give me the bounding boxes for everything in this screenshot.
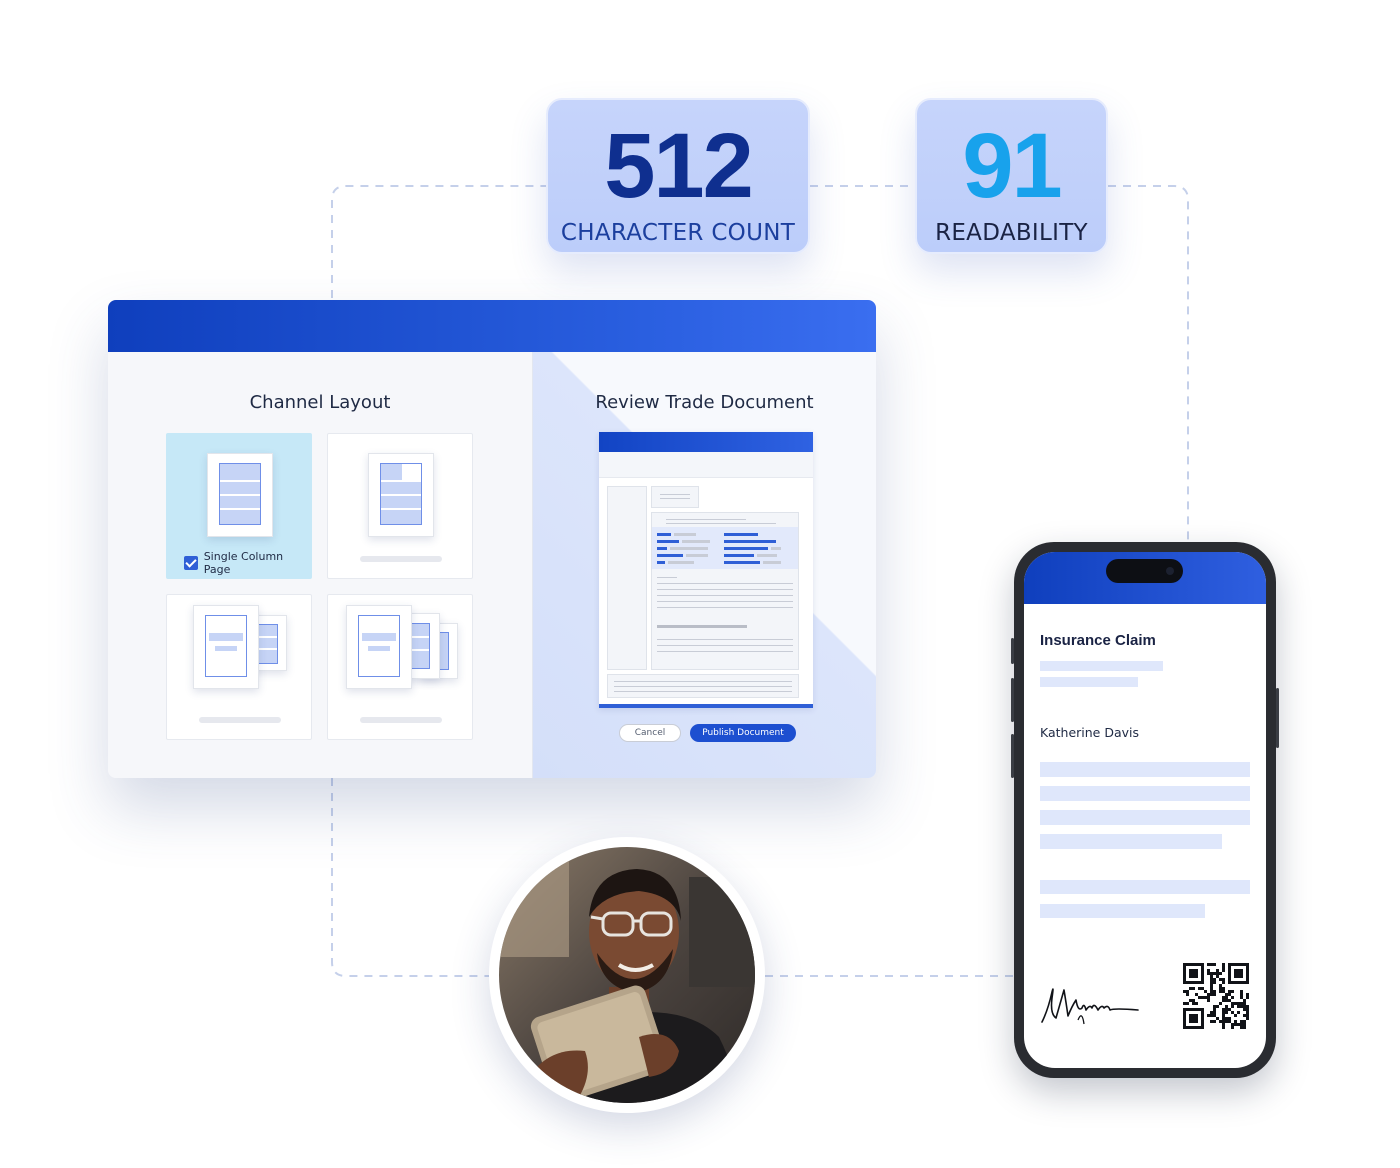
- layout-option-three-page[interactable]: [327, 594, 473, 740]
- document-header-bar: [599, 432, 813, 452]
- front-page-icon: [346, 605, 412, 689]
- layout-option-sidebar[interactable]: [327, 433, 473, 579]
- qr-code-icon: [1183, 963, 1249, 1029]
- document-preview: [599, 432, 813, 708]
- readability-card: 91 READABILITY: [915, 98, 1108, 254]
- document-footer: [607, 674, 799, 698]
- document-sidebar: [607, 486, 647, 670]
- insurance-claim-title: Insurance Claim: [1040, 632, 1156, 649]
- readability-label: READABILITY: [935, 220, 1088, 246]
- sidebar-page-icon: [368, 453, 434, 537]
- layout-option-two-page[interactable]: [166, 594, 312, 740]
- phone-mockup: Insurance Claim Katherine Davis: [1011, 542, 1279, 1078]
- review-panel: Review Trade Document: [532, 352, 876, 778]
- tile-label-placeholder: [199, 717, 281, 723]
- second-page-icon: [400, 613, 440, 679]
- publish-document-button[interactable]: Publish Document: [690, 724, 796, 742]
- claimant-name: Katherine Davis: [1040, 725, 1140, 740]
- single-column-page-icon: [207, 453, 273, 537]
- character-count-card: 512 CHARACTER COUNT: [546, 98, 810, 254]
- tile-label-placeholder: [360, 556, 442, 562]
- layout-option-single-column[interactable]: Single Column Page: [166, 433, 312, 579]
- person-with-tablet-photo: [489, 837, 765, 1113]
- front-page-icon: [193, 605, 259, 689]
- cancel-button[interactable]: Cancel: [619, 724, 681, 742]
- signature-icon: [1041, 988, 1139, 1025]
- document-body: [651, 512, 799, 670]
- dynamic-island: [1106, 559, 1183, 583]
- person-illustration: [499, 847, 755, 1103]
- single-column-checkbox-row[interactable]: Single Column Page: [184, 550, 311, 576]
- character-count-value: 512: [604, 115, 754, 217]
- character-count-label: CHARACTER COUNT: [560, 220, 796, 246]
- single-column-label: Single Column Page: [203, 550, 284, 576]
- review-title: Review Trade Document: [595, 392, 814, 413]
- phone-screen: Insurance Claim Katherine Davis: [1024, 552, 1266, 1068]
- tile-label-placeholder: [360, 717, 442, 723]
- editor-window: Channel Layout Single Column Page: [108, 300, 876, 778]
- channel-layout-panel: Channel Layout Single Column Page: [108, 352, 532, 778]
- channel-layout-title: Channel Layout: [249, 392, 391, 413]
- checkbox-checked-icon[interactable]: [184, 556, 198, 570]
- readability-value: 91: [962, 115, 1062, 217]
- window-header: [108, 300, 876, 352]
